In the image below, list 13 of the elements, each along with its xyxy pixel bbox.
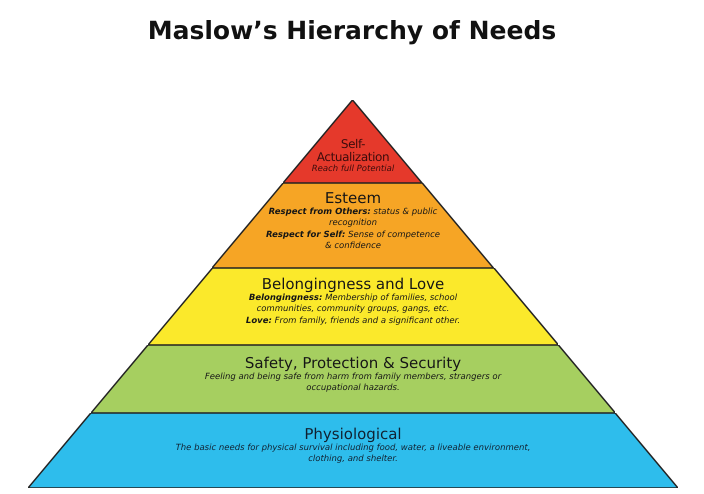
tier-description: Respect from Others: status & public recognition — [268, 207, 438, 230]
tier-heading: Physiological — [303, 425, 403, 443]
tier-description: Love: From family, friends and a significant other. — [244, 316, 462, 328]
tier-description: Belongingness: Membership of families, school communities, community groups, gangs, etc. — [248, 293, 458, 316]
tier-heading: Esteem — [324, 189, 382, 207]
tier-heading: Self-Actualization — [316, 138, 390, 164]
tier-heading: Safety, Protection & Security — [244, 354, 462, 372]
tier-description: Feeling and being safe from harm from family members, strangers or occupational hazards. — [204, 372, 502, 395]
tier-description: Respect for Self: Sense of competence & confidence — [264, 230, 442, 253]
diagram-title: Maslow’s Hierarchy of Needs — [146, 16, 558, 45]
tier-description: Reach full Potential — [310, 164, 396, 176]
tier-heading: Belongingness and Love — [260, 275, 446, 293]
tier-description: The basic needs for physical survival including food, water, a liveable environment, clothing, and shelter. — [174, 443, 532, 466]
